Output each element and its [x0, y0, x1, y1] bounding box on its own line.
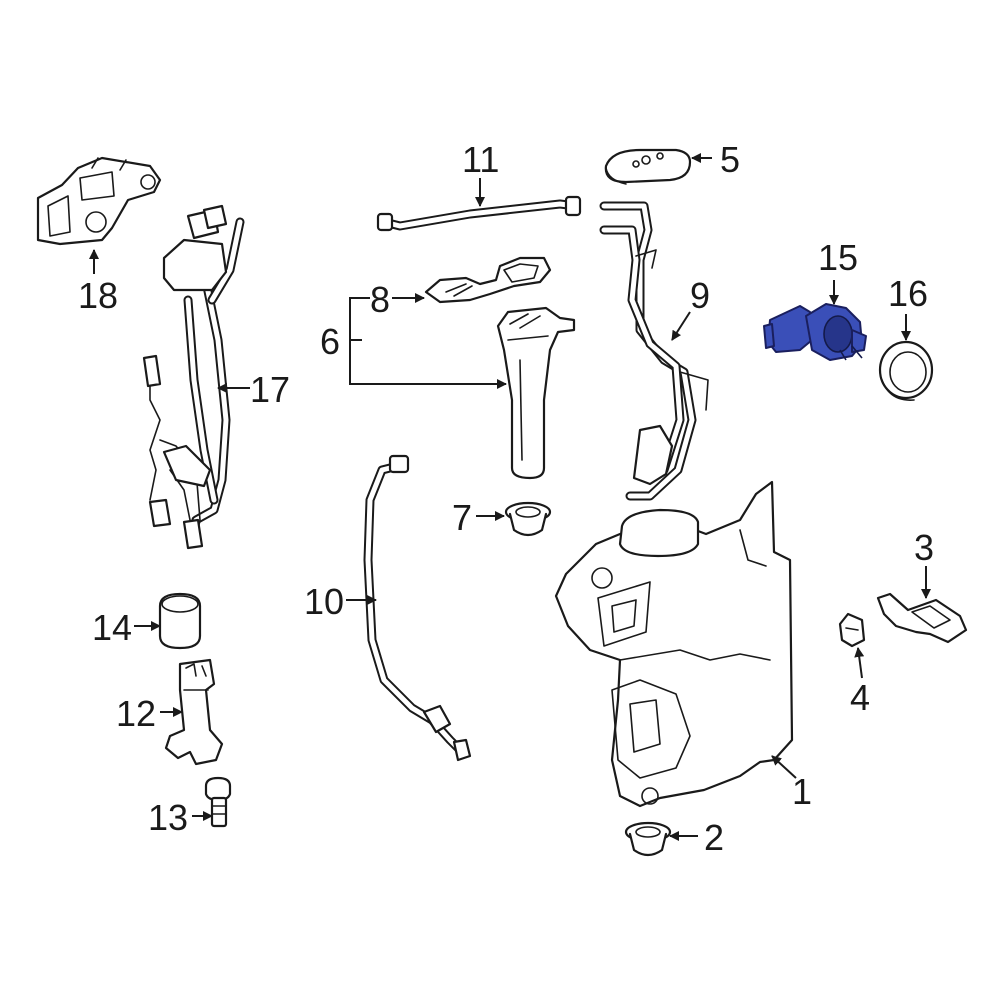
part-13-bolt[interactable]	[204, 776, 232, 828]
part-2-grommet[interactable]	[624, 821, 672, 857]
part-12-washer-pump[interactable]	[164, 658, 224, 766]
part-14-grommet[interactable]	[158, 592, 202, 650]
callout-9: 9	[690, 275, 710, 316]
part-5-cover[interactable]	[604, 148, 692, 185]
leader-lines	[89, 153, 931, 841]
part-18-bracket[interactable]	[36, 156, 162, 246]
callout-7: 7	[452, 497, 472, 538]
part-4-clip[interactable]	[838, 612, 866, 648]
callout-labels: 11 5 18 15 16 8 6 9 17 7 10 3 14 4 12 1 …	[78, 139, 934, 858]
callout-11: 11	[462, 139, 499, 180]
part-7-grommet[interactable]	[504, 501, 552, 537]
part-10-hose[interactable]	[363, 454, 472, 762]
callout-5: 5	[720, 139, 740, 180]
callout-13: 13	[148, 797, 188, 838]
callout-12: 12	[116, 693, 156, 734]
callout-1: 1	[792, 771, 812, 812]
callout-10: 10	[304, 581, 344, 622]
callout-18: 18	[78, 275, 118, 316]
part-6-filler-neck[interactable]	[496, 306, 576, 480]
callout-15: 15	[818, 237, 858, 278]
part-1-reservoir[interactable]	[554, 480, 794, 808]
part-11-hose[interactable]	[376, 195, 582, 232]
part-16-seal[interactable]	[878, 340, 934, 401]
callout-4: 4	[850, 677, 870, 718]
part-3-bracket[interactable]	[876, 592, 968, 644]
callout-6: 6	[320, 321, 340, 362]
callout-3: 3	[914, 527, 934, 568]
part-8-cap[interactable]	[424, 256, 552, 304]
part-15-pump-highlighted[interactable]	[763, 303, 867, 361]
callout-8: 8	[370, 279, 390, 320]
part-9-filler-tube[interactable]	[599, 201, 709, 501]
callout-16: 16	[888, 273, 928, 314]
callout-17: 17	[250, 369, 290, 410]
callout-14: 14	[92, 607, 132, 648]
callout-2: 2	[704, 817, 724, 858]
part-17-wiring-harness[interactable]	[142, 204, 245, 550]
